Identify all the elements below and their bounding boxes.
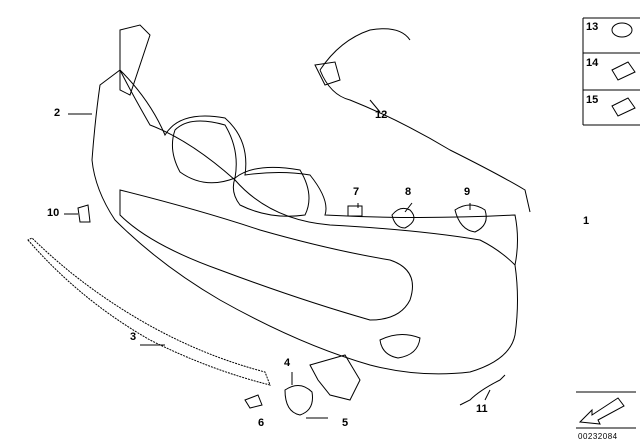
callout-2: 2 xyxy=(54,107,61,119)
wiring-harness xyxy=(319,28,531,213)
callout-13: 13 xyxy=(586,21,599,33)
grille-right xyxy=(232,166,310,217)
document-id: 00232084 xyxy=(578,432,618,441)
small-parts-boxes xyxy=(582,17,640,126)
part-6-shape xyxy=(244,394,263,409)
bumper-upper-edge xyxy=(119,69,518,266)
part-4-foglight xyxy=(284,385,313,416)
callout-4: 4 xyxy=(284,357,291,369)
fog-recess xyxy=(379,334,421,359)
callout-8: 8 xyxy=(405,186,412,198)
screw-icon xyxy=(611,22,633,38)
callout-15: 15 xyxy=(586,94,599,106)
callout-10: 10 xyxy=(47,207,60,219)
leader-lines xyxy=(64,99,491,419)
callout-12: 12 xyxy=(375,109,388,121)
part-5-bracket xyxy=(309,354,361,401)
sensor-cable xyxy=(459,374,506,406)
callout-6: 6 xyxy=(258,417,265,429)
lower-grille-strip xyxy=(27,237,271,386)
nut-icon-14 xyxy=(611,61,636,81)
callout-9: 9 xyxy=(464,186,471,198)
part-7-shape xyxy=(347,205,363,217)
nut-icon-15 xyxy=(611,97,636,117)
callout-1: 1 xyxy=(583,215,590,227)
callout-14: 14 xyxy=(586,57,599,69)
lower-intake xyxy=(119,189,413,321)
callout-11: 11 xyxy=(476,403,488,415)
part-9-shape xyxy=(454,204,487,233)
harness-clip xyxy=(314,61,341,86)
part-8-shape xyxy=(391,207,415,229)
callout-5: 5 xyxy=(342,417,349,429)
direction-arrow-icon xyxy=(576,391,636,429)
bumper-outline xyxy=(91,69,518,375)
part-10-shape xyxy=(77,204,91,223)
grille-left xyxy=(171,120,237,184)
side-bracket xyxy=(119,24,151,96)
callout-7: 7 xyxy=(353,186,360,198)
callout-3: 3 xyxy=(130,331,137,343)
